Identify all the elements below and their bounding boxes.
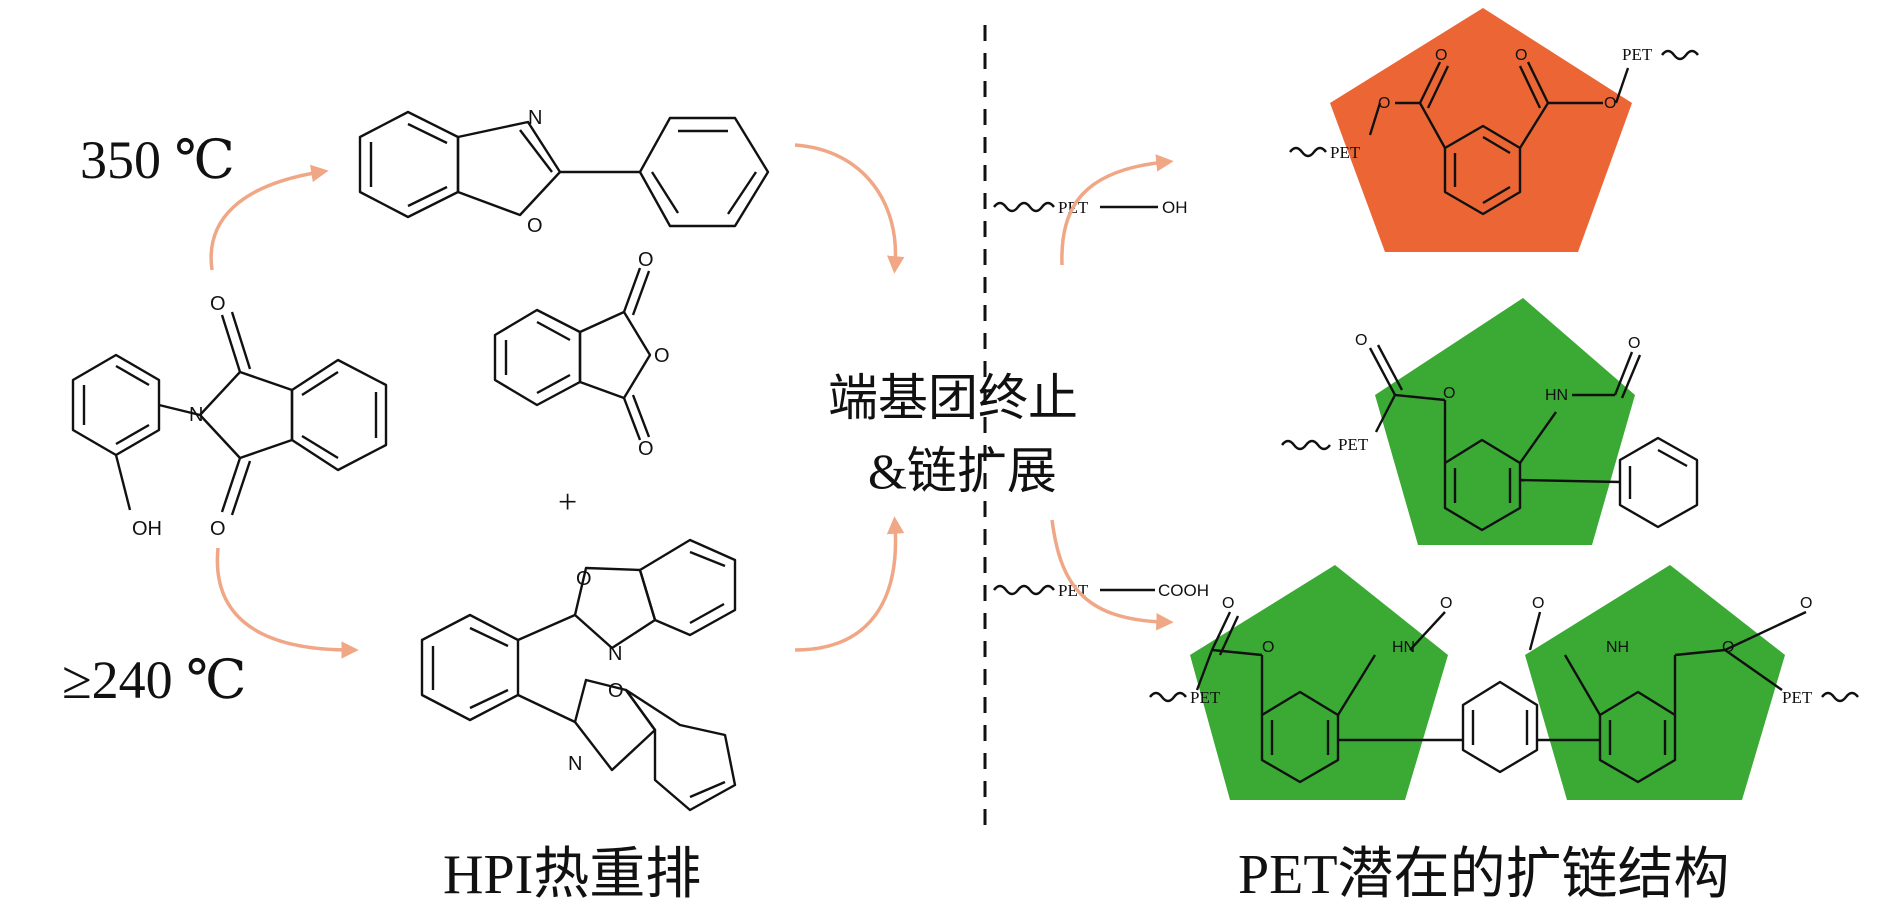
ester-structure [1330, 8, 1632, 252]
bis-co-4: O [1800, 595, 1812, 612]
bis-hn: HN [1392, 639, 1415, 656]
arrow-to-bis-benzoxazole [215, 547, 359, 659]
arrow-to-benzoxazole [209, 164, 329, 271]
atom-o-1: O [210, 293, 226, 315]
hpi-starting-compound [71, 311, 388, 516]
bis-o-2: O [1722, 639, 1734, 656]
atom-n-2: N [528, 107, 542, 129]
bis-benzoxazolylbenzene [420, 538, 737, 812]
bis-co-1: O [1222, 595, 1234, 612]
temp-low-label: ≥240 ℃ [62, 650, 247, 710]
pet-label-b1: PET [1190, 688, 1221, 707]
amide-o-ester: O [1443, 385, 1455, 402]
pet-oh-end: OH [1162, 198, 1188, 217]
caption-left: HPI热重排 [443, 844, 701, 906]
bis-co-2: O [1440, 595, 1452, 612]
pet-label-e2: PET [1622, 45, 1653, 64]
arrow-bottom-to-center [794, 516, 905, 652]
amide-hn: HN [1545, 387, 1568, 404]
atom-n-4: N [568, 753, 582, 775]
arrow-top-to-center [794, 143, 905, 274]
bis-amide-structure [1190, 565, 1807, 800]
ester-co-right: O [1515, 47, 1527, 64]
pet-wavy-b2 [1821, 691, 1859, 703]
bis-nh: NH [1606, 639, 1629, 656]
phenylbenzoxazole [358, 110, 770, 228]
atom-o-6: O [638, 438, 654, 460]
atom-o-2: O [210, 518, 226, 540]
phthalic-anhydride [493, 267, 652, 441]
bis-o-1: O [1262, 639, 1274, 656]
atom-n-1: N [189, 404, 203, 426]
arrow-pet-cooh [1050, 519, 1174, 631]
pet-label-a1: PET [1338, 435, 1369, 454]
atom-o-3: O [527, 215, 543, 237]
ester-o-right: O [1604, 95, 1616, 112]
atom-o-4: O [638, 249, 654, 271]
center-label-line2: &链扩展 [868, 443, 1057, 499]
pet-cooh-end: COOH [1158, 581, 1209, 600]
pet-wavy-e1 [1289, 146, 1327, 158]
plus-sign: + [558, 484, 577, 521]
pet-wavy-a1 [1281, 439, 1331, 451]
atom-oh-1: OH [132, 518, 162, 540]
center-label-line1: 端基团终止 [828, 370, 1078, 426]
pet-chain-wavy-2 [993, 584, 1055, 596]
temp-high-label: 350 ℃ [80, 130, 235, 190]
atom-n-3: N [608, 643, 622, 665]
bis-co-3: O [1532, 595, 1544, 612]
ester-o-left: O [1378, 95, 1390, 112]
pet-chain-wavy-1 [993, 201, 1055, 213]
atom-o-8: O [608, 680, 624, 702]
amide-co-left: O [1355, 332, 1367, 349]
amide-ester-structure [1368, 298, 1699, 545]
pet-wavy-b1 [1149, 691, 1187, 703]
arrow-pet-oh [1060, 154, 1174, 266]
ester-co-left: O [1435, 47, 1447, 64]
pet-wavy-e2 [1661, 49, 1699, 61]
caption-right: PET潜在的扩链结构 [1238, 844, 1730, 906]
atom-o-7: O [576, 568, 592, 590]
pet-label-b2: PET [1782, 688, 1813, 707]
amide-co-right: O [1628, 335, 1640, 352]
atom-o-5: O [654, 345, 670, 367]
pet-label-e1: PET [1330, 143, 1361, 162]
